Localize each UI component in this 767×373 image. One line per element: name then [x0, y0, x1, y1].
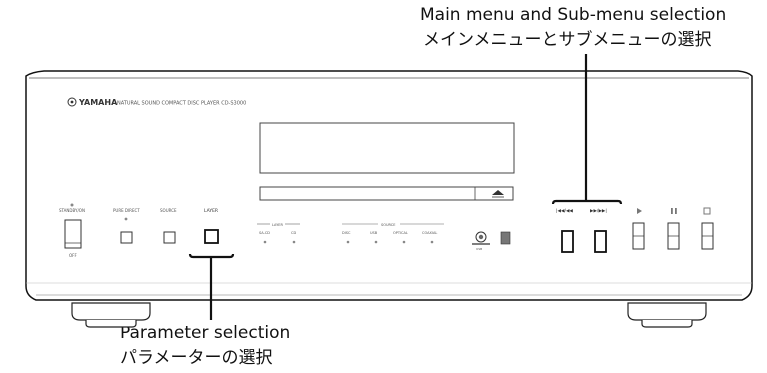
optical-led-label: OPTICAL [393, 231, 408, 235]
eject-button[interactable] [492, 190, 504, 198]
main-menu-callout-en: Main menu and Sub-menu selection [420, 5, 727, 25]
parameter-callout-en: Parameter selection [120, 323, 291, 343]
pause-icon [671, 208, 677, 214]
display-window [259, 122, 515, 174]
usb-port-label: USB [476, 247, 482, 251]
cd-led [292, 240, 296, 244]
skip-back-label: |◀◀/◀◀ [556, 208, 573, 214]
sacd-led [263, 240, 267, 244]
usb-logo [500, 231, 511, 245]
optical-led [402, 240, 406, 244]
source-button-label: SOURCE [160, 208, 177, 213]
sacd-led-label: SA-CD [259, 231, 270, 235]
skip-back-button[interactable] [561, 230, 574, 253]
pure-direct-button[interactable] [120, 231, 133, 244]
brand-name: YAMAHA [78, 98, 118, 107]
usb-led [374, 240, 378, 244]
source-group-label: SOURCE [381, 223, 395, 227]
source-button[interactable] [163, 231, 176, 244]
parameter-callout-bracket [188, 253, 235, 320]
parameter-callout-ja: パラメーターの選択 [120, 348, 273, 368]
left-foot [71, 302, 151, 328]
pure-direct-led [124, 217, 128, 221]
standby-power-button[interactable] [64, 219, 82, 249]
usb-port[interactable]: USB [472, 231, 490, 251]
eject-icon [492, 190, 504, 195]
yamaha-logo: YAMAHA [67, 97, 118, 107]
cd-led-label: CD [291, 231, 296, 235]
layer-button-label: LAYER [204, 208, 218, 214]
disc-led [346, 240, 350, 244]
disc-led-label: DISC [342, 231, 351, 235]
right-foot [627, 302, 707, 328]
standby-led [70, 203, 74, 207]
stop-icon [703, 207, 711, 215]
layer-group-label: LAYER [272, 223, 284, 227]
usb-led-label: USB [370, 231, 378, 235]
play-icon [637, 208, 642, 214]
pure-direct-label: PURE DIRECT [113, 208, 140, 213]
disc-tray[interactable] [259, 186, 514, 201]
coaxial-led-label: COAXIAL [422, 231, 437, 235]
off-label: OFF [69, 253, 77, 258]
skip-forward-label: ▶▶/▶▶| [590, 208, 607, 214]
coaxial-led [430, 240, 434, 244]
main-menu-callout-ja: メインメニューとサブメニューの選択 [423, 30, 712, 50]
model-line: NATURAL SOUND COMPACT DISC PLAYER CD-S30… [117, 101, 246, 107]
main-menu-callout-bracket [551, 54, 623, 205]
skip-forward-button[interactable] [594, 230, 607, 253]
standby-label: STANDBY/ON [59, 208, 85, 213]
layer-button[interactable] [204, 229, 219, 244]
